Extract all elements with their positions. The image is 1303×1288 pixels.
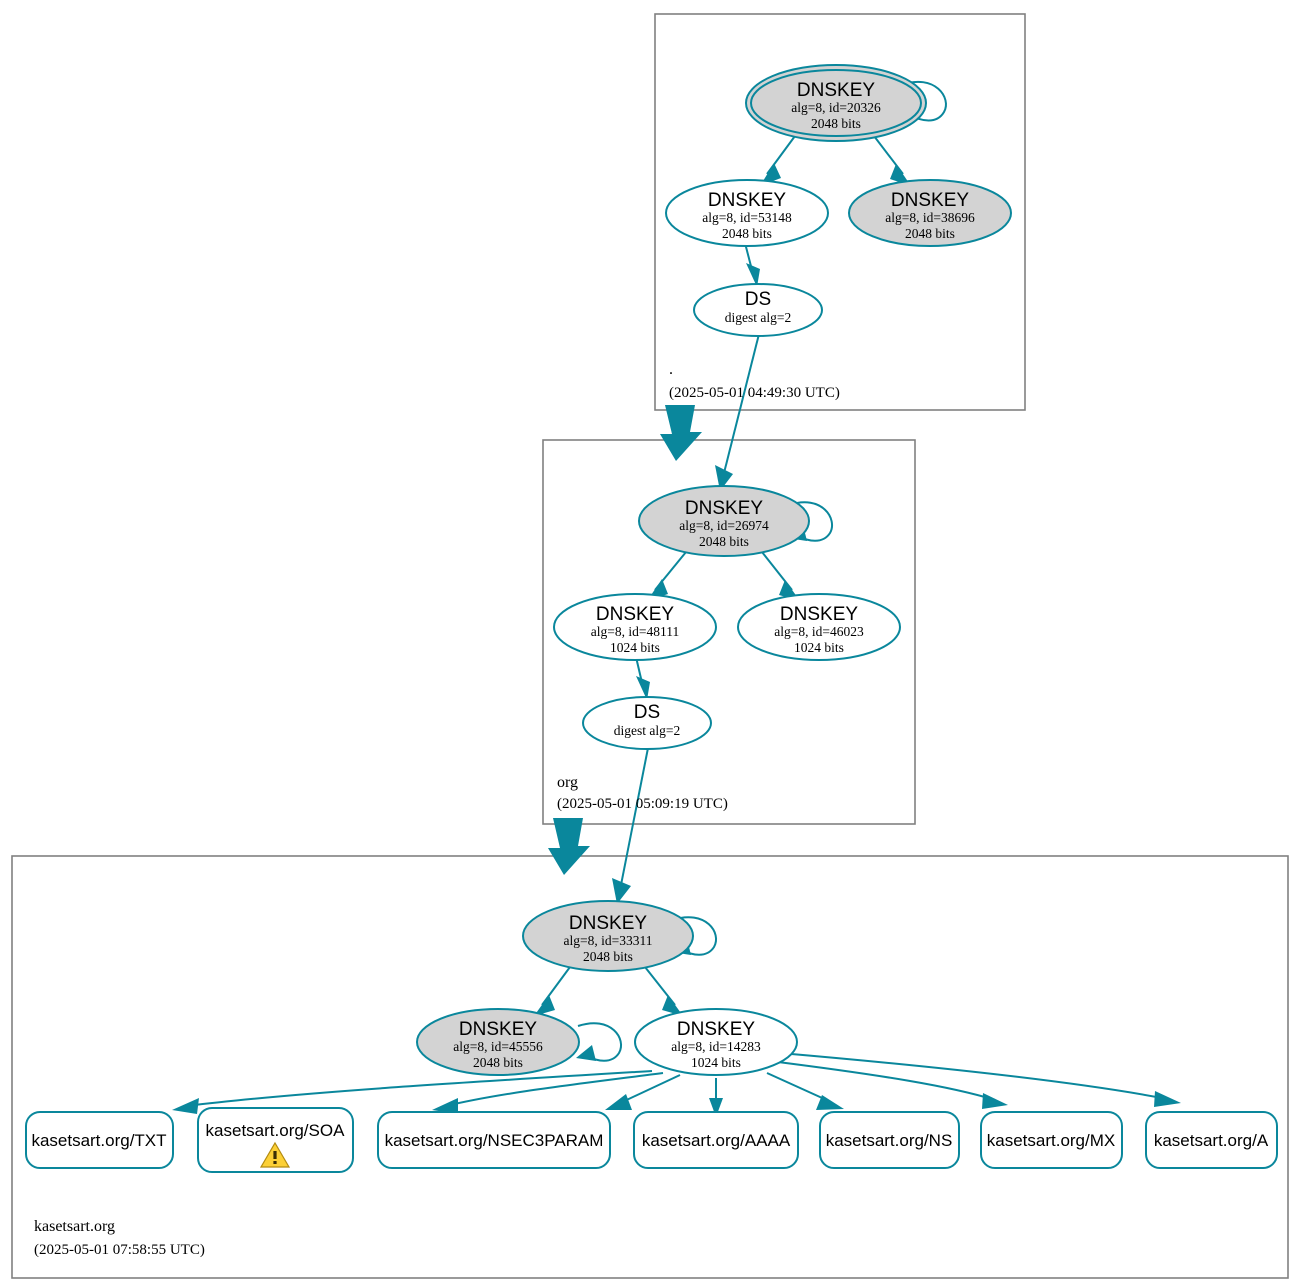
ds-root-line2: digest alg=2 [725, 310, 791, 325]
dnskey-kas-45556-line1: DNSKEY [459, 1019, 537, 1040]
dnskey-root-20326-line2: alg=8, id=20326 [791, 100, 881, 115]
zone-label-root: . [669, 361, 673, 378]
edge-kas-14283-to-rr-soa [432, 1072, 664, 1114]
dnskey-root-20326-line3: 2048 bits [811, 116, 861, 131]
zone-timestamp-root: (2025-05-01 04:49:30 UTC) [669, 385, 840, 401]
dnskey-root-53148-line2: alg=8, id=53148 [702, 210, 792, 225]
dnskey-kas-14283-line2: alg=8, id=14283 [671, 1039, 761, 1054]
dnskey-root-38696-line1: DNSKEY [891, 190, 969, 211]
zone-label-org: org [557, 774, 578, 791]
dnskey-org-26974-line3: 2048 bits [699, 534, 749, 549]
dnskey-kas-33311-line3: 2048 bits [583, 949, 633, 964]
rrset-node-ns[interactable]: kasetsart.org/NS [819, 1111, 960, 1169]
dnskey-kas-14283-line1: DNSKEY [677, 1019, 755, 1040]
ds-root-line1: DS [745, 289, 771, 310]
rrset-label-txt: kasetsart.org/TXT [31, 1131, 166, 1150]
dnskey-org-26974-line1: DNSKEY [685, 498, 763, 519]
dnskey-org-46023-line1: DNSKEY [780, 604, 858, 625]
rrset-label-aaaa: kasetsart.org/AAAA [642, 1131, 791, 1150]
ds-node-root[interactable]: DS digest alg=2 [693, 283, 823, 337]
edge-selfsign-kas-45556 [576, 1022, 622, 1062]
dnskey-root-53148-line1: DNSKEY [708, 190, 786, 211]
dnskey-org-46023-line3: 1024 bits [794, 640, 844, 655]
edge-kas-14283-to-rr-nsec3param [605, 1074, 681, 1110]
zone-label-kasetsart: kasetsart.org [34, 1218, 115, 1235]
rrset-node-mx[interactable]: kasetsart.org/MX [980, 1111, 1123, 1169]
rrset-node-aaaa[interactable]: kasetsart.org/AAAA [633, 1111, 799, 1169]
rrset-node-nsec3param[interactable]: kasetsart.org/NSEC3PARAM [377, 1111, 611, 1169]
dnskey-node-kas-14283[interactable]: DNSKEY alg=8, id=14283 1024 bits [634, 1008, 798, 1076]
dnskey-org-48111-line2: alg=8, id=48111 [591, 624, 679, 639]
dnskey-root-20326-line1: DNSKEY [797, 80, 875, 101]
dnskey-node-root-20326[interactable]: DNSKEY alg=8, id=20326 2048 bits [745, 64, 927, 142]
edge-kas-33311-to-14283 [644, 966, 683, 1016]
warning-triangle-icon [259, 1141, 291, 1168]
dnskey-org-48111-line3: 1024 bits [610, 640, 660, 655]
rrset-node-soa[interactable]: kasetsart.org/SOA [197, 1107, 354, 1173]
dnskey-root-38696-line2: alg=8, id=38696 [885, 210, 975, 225]
edge-kas-14283-to-rr-mx [777, 1061, 1008, 1109]
dnskey-kas-14283-line3: 1024 bits [691, 1055, 741, 1070]
rrset-label-soa: kasetsart.org/SOA [206, 1121, 346, 1140]
dnskey-node-org-26974[interactable]: DNSKEY alg=8, id=26974 2048 bits [638, 485, 810, 557]
dnskey-node-root-38696[interactable]: DNSKEY alg=8, id=38696 2048 bits [848, 179, 1012, 247]
edge-org-48111-to-ds [635, 656, 650, 700]
dnskey-root-53148-line3: 2048 bits [722, 226, 772, 241]
rrset-label-ns: kasetsart.org/NS [826, 1131, 953, 1150]
edge-kas-33311-to-45556 [534, 966, 571, 1016]
edge-root-53148-to-ds [744, 242, 760, 287]
edge-org-ds-to-kasetsart-key [612, 747, 649, 904]
rrset-node-a[interactable]: kasetsart.org/A [1145, 1111, 1278, 1169]
edge-kas-14283-to-rr-aaaa [709, 1078, 723, 1117]
edge-kas-14283-to-rr-ns [766, 1072, 844, 1110]
dnskey-org-46023-line2: alg=8, id=46023 [774, 624, 864, 639]
ds-node-org[interactable]: DS digest alg=2 [582, 696, 712, 750]
dnskey-org-48111-line1: DNSKEY [596, 604, 674, 625]
dnskey-kas-45556-line2: alg=8, id=45556 [453, 1039, 543, 1054]
ds-org-line2: digest alg=2 [614, 723, 680, 738]
dnskey-root-38696-line3: 2048 bits [905, 226, 955, 241]
dnskey-node-kas-45556[interactable]: DNSKEY alg=8, id=45556 2048 bits [416, 1008, 580, 1076]
zone-timestamp-kasetsart: (2025-05-01 07:58:55 UTC) [34, 1242, 205, 1258]
dnskey-kas-33311-line1: DNSKEY [569, 913, 647, 934]
rrset-node-txt[interactable]: kasetsart.org/TXT [25, 1111, 174, 1169]
dnskey-node-org-46023[interactable]: DNSKEY alg=8, id=46023 1024 bits [737, 593, 901, 661]
dnskey-node-org-48111[interactable]: DNSKEY alg=8, id=48111 1024 bits [553, 593, 717, 661]
dnskey-org-26974-line2: alg=8, id=26974 [679, 518, 769, 533]
delegation-arrow-org-to-kasetsart [548, 818, 590, 875]
rrset-label-mx: kasetsart.org/MX [987, 1131, 1116, 1150]
rrset-label-a: kasetsart.org/A [1154, 1131, 1269, 1150]
delegation-arrow-root-to-org [660, 405, 702, 461]
edge-kas-14283-to-rr-a [779, 1052, 1181, 1107]
dnskey-node-root-53148[interactable]: DNSKEY alg=8, id=53148 2048 bits [665, 179, 829, 247]
edge-root-ds-to-org-key [715, 333, 760, 491]
rrset-label-nsec3param: kasetsart.org/NSEC3PARAM [385, 1131, 604, 1150]
edge-kas-14283-to-rr-txt [172, 1070, 653, 1114]
dnskey-node-kas-33311[interactable]: DNSKEY alg=8, id=33311 2048 bits [522, 900, 694, 972]
zone-timestamp-org: (2025-05-01 05:09:19 UTC) [557, 796, 728, 812]
ds-org-line1: DS [634, 702, 660, 723]
dnskey-kas-33311-line2: alg=8, id=33311 [564, 933, 653, 948]
dnskey-kas-45556-line3: 2048 bits [473, 1055, 523, 1070]
